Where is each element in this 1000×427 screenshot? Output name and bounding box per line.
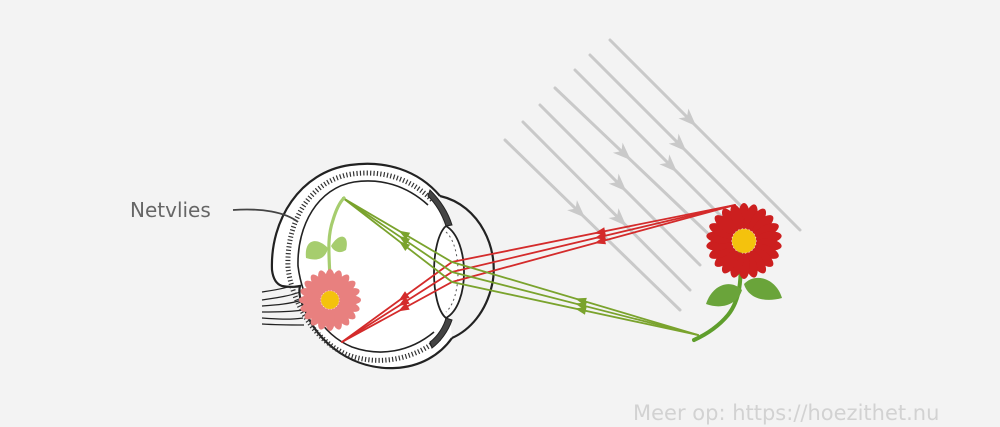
flower-petal (334, 306, 350, 326)
image-leaf (305, 241, 328, 260)
green-ray-arrow (398, 230, 411, 240)
flower-petal (709, 223, 734, 239)
flower-petal (304, 304, 324, 320)
green-ray (342, 197, 699, 336)
image-stem (327, 196, 346, 287)
sun-ray-arrow (678, 108, 697, 127)
eye-cross-section-icon (261, 162, 495, 370)
flower-center (321, 291, 339, 309)
sun-ray (553, 86, 722, 247)
sun-ray (503, 138, 682, 312)
flower-petal (318, 270, 330, 292)
flower-petal (310, 306, 326, 326)
sun-ray-arrow (612, 142, 631, 161)
flower-petal (714, 215, 736, 235)
lens (433, 224, 465, 320)
sun-ray-arrow (567, 200, 585, 218)
red-ray-arrow (398, 302, 410, 312)
sun-ray-arrow (659, 154, 678, 173)
flower-petal (714, 247, 736, 267)
sun-ray-arrow (608, 208, 627, 226)
flower-leaf (706, 284, 742, 307)
retina-pointer-line (232, 208, 299, 223)
flower-petal (334, 274, 350, 294)
red-ray-arrow (594, 236, 606, 245)
flower-petal (754, 243, 779, 259)
flower-petal (752, 247, 774, 267)
sun-ray (573, 68, 742, 237)
sun-ray-arrow (608, 173, 627, 192)
red-flower-icon (692, 203, 782, 342)
credit-text: Meer op: https://hoezithet.nu (633, 401, 939, 425)
flower-petal (336, 304, 356, 320)
flower-leaf (744, 277, 782, 300)
image-leaf (331, 236, 347, 253)
green-ray (342, 197, 699, 336)
sun-ray (608, 38, 802, 232)
flower-petal (748, 208, 767, 232)
retina-line (297, 180, 435, 353)
flower-petal (752, 215, 774, 235)
red-ray-arrow (398, 296, 410, 307)
flower-petal (304, 280, 324, 296)
green-ray-arrow (398, 235, 411, 246)
green-ray-arrow (398, 241, 411, 252)
flower-petal (336, 280, 356, 296)
light-rays (341, 197, 736, 343)
flower-center (732, 229, 756, 253)
sclera (270, 162, 453, 370)
sunlight-rays (503, 38, 802, 312)
sun-ray (521, 120, 692, 292)
flower-petal (730, 204, 744, 230)
cornea (439, 194, 495, 340)
green-ray (342, 197, 699, 336)
flower-petal (721, 250, 740, 274)
green-ray-arrow (575, 306, 587, 315)
inverted-flower-icon (299, 196, 361, 331)
flower-petal (310, 274, 326, 294)
sun-ray-arrow (668, 133, 687, 152)
retina-label: Netvlies (130, 198, 211, 222)
